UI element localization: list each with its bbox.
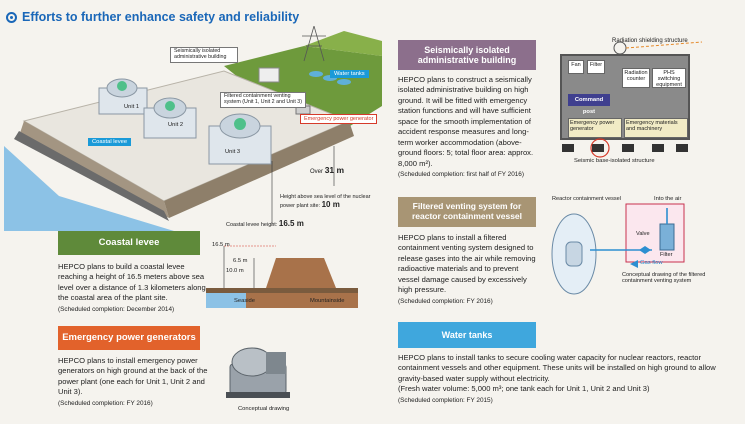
venting-body: HEPCO plans to install a filtered contai…: [398, 233, 536, 295]
unit1-label: Unit 1: [124, 104, 140, 110]
filter-highlight-box: [625, 203, 685, 263]
coastal-levee-note: (Scheduled completion: December 2014): [58, 305, 175, 313]
base-label: Seismic base-isolated structure: [574, 158, 655, 164]
double-circle-icon: [6, 11, 17, 23]
radio-wave-line: [625, 41, 703, 49]
coastal-levee-text: HEPCO plans to build a coastal levee rea…: [58, 262, 208, 313]
venting-svg: [551, 203, 685, 295]
shield-label: Radiation shielding structure: [612, 38, 688, 44]
unit2-label: Unit 2: [168, 122, 184, 128]
unit1-building: [98, 78, 148, 115]
tank-shape-1: [309, 71, 323, 77]
over-31m-label: Over 31 m: [310, 165, 345, 175]
page-title-text: Efforts to further enhance safety and re…: [22, 10, 300, 24]
valve-label: Valve: [636, 231, 650, 237]
reactor-shape: [565, 241, 583, 267]
seismic-building-label: Seismically isolated administrative buil…: [170, 47, 238, 63]
into-air-label: Into the air: [654, 196, 682, 202]
water-tanks-note: (Scheduled completion: FY 2015): [398, 396, 493, 404]
water-tanks-label: Water tanks: [330, 70, 369, 78]
vessel-label: Reactor containment vessel: [552, 196, 622, 202]
room-fan: Fan: [568, 60, 584, 74]
generator-image: [222, 340, 294, 402]
coastal-levee-label: Coastal levee: [88, 138, 132, 146]
marker-unit2: [165, 101, 175, 111]
emergency-generator-label: Emergency power generator: [300, 114, 378, 124]
room-command-post: Command post: [568, 94, 610, 115]
tank-shape-3: [337, 79, 351, 85]
room-radiation-counter: Radiation counter: [622, 68, 650, 88]
emergency-body: HEPCO plans to install emergency power g…: [58, 356, 208, 397]
unit3-label: Unit 3: [225, 149, 241, 155]
levee-mound: [246, 258, 358, 308]
seismic-decor-svg: [562, 41, 703, 158]
generator-svg: [226, 347, 290, 398]
platform-side-right: [164, 121, 354, 218]
water-tanks-body: HEPCO plans to install tanks to secure c…: [398, 353, 716, 383]
room-emergency-power: Emergency power generator: [568, 118, 622, 138]
emergency-note: (Scheduled completion: FY 2016): [58, 399, 153, 407]
page-title: Efforts to further enhance safety and re…: [6, 10, 299, 24]
gas-flow-label: Gas flow: [640, 260, 663, 266]
levee-cross-section: 16.5 m 6.5 m 10.0 m Seaside Mountainside: [206, 240, 358, 308]
generator-caption: Conceptual drawing: [238, 406, 290, 412]
gas-flow-arrow-icon: [630, 260, 638, 268]
emergency-text: HEPCO plans to install emergency power g…: [58, 356, 208, 407]
coastal-levee-body: HEPCO plans to build a coastal levee rea…: [58, 262, 206, 303]
coastal-levee-banner: Coastal levee: [58, 231, 200, 255]
levee-cross-section-svg: [206, 245, 358, 308]
water-tanks-text: HEPCO plans to install tanks to secure c…: [398, 353, 740, 404]
hill-top-shape: [304, 31, 382, 56]
seismic-banner: Seismically isolated administrative buil…: [398, 40, 536, 70]
venting-banner: Filtered venting system for reactor cont…: [398, 197, 536, 227]
seismic-body: HEPCO plans to construct a seismically i…: [398, 75, 534, 168]
marker-unit1: [117, 81, 127, 91]
room-filter: Filter: [587, 60, 605, 74]
water-tanks-banner: Water tanks: [398, 322, 536, 348]
venting-caption: Conceptual drawing of the filtered conta…: [622, 272, 706, 285]
coastal-levee-shape: [14, 131, 169, 221]
isolator-highlight: [590, 138, 610, 158]
filter-tank: [659, 223, 675, 251]
sea-shape: [4, 146, 174, 231]
filter-label: Filter: [660, 252, 673, 258]
room-emergency-materials: Emergency materials and machinery: [624, 118, 688, 138]
site-height-label: Height above sea level of the nuclear po…: [280, 194, 371, 210]
seismic-building-shape: [258, 67, 280, 83]
seismic-diagram: Radiation shielding structure Fan Filter…: [552, 38, 742, 178]
valve-icon: [639, 246, 651, 254]
venting-note: (Scheduled completion: FY 2016): [398, 297, 493, 305]
levee-h1: 16.5 m: [212, 242, 230, 248]
filtered-venting-label: Filtered containment venting system (Uni…: [220, 92, 306, 108]
venting-text: HEPCO plans to install a filtered contai…: [398, 233, 540, 305]
levee-h2: 6.5 m: [233, 258, 248, 264]
venting-diagram: Reactor containment vessel Into the air …: [550, 196, 742, 302]
marker-unit3: [234, 118, 246, 130]
seismic-text: HEPCO plans to construct a seismically i…: [398, 75, 540, 178]
water-tanks-body2: (Fresh water volume: 5,000 m³; one tank …: [398, 384, 650, 394]
emergency-banner: Emergency power generators: [58, 326, 200, 350]
levee-height-label: Coastal levee height: 16.5 m: [226, 219, 304, 228]
levee-ground: [206, 288, 358, 293]
transmission-tower-icon: [302, 25, 326, 62]
levee-seaside: Seaside: [234, 298, 255, 304]
antenna-icon: [613, 41, 627, 55]
levee-mountainside: Mountainside: [310, 298, 345, 304]
levee-h3: 10.0 m: [226, 268, 244, 274]
seismic-note: (Scheduled completion: first half of FY …: [398, 171, 524, 179]
room-phs: PHS switching equipment: [652, 68, 686, 88]
plant-illustration: Seismically isolated administrative buil…: [4, 25, 384, 231]
